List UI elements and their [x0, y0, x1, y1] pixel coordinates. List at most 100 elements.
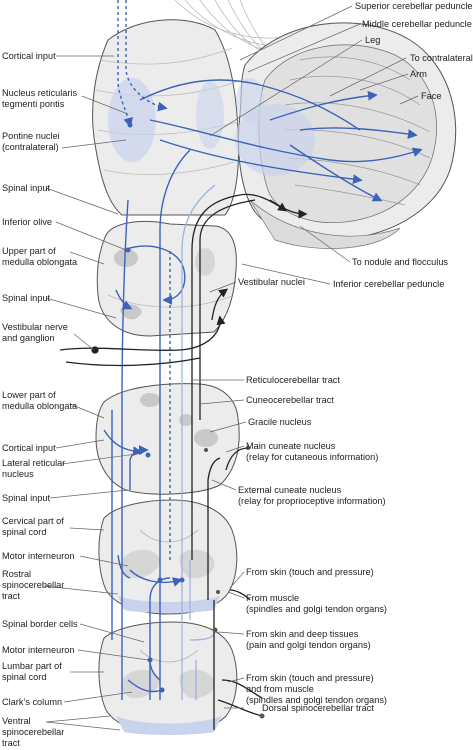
label-line: Spinal input — [2, 293, 50, 303]
label-line: and from muscle — [246, 684, 314, 694]
label-dorsal-spinocerebellar: Dorsal spinocerebellar tract — [262, 703, 374, 713]
label-line: Leg — [365, 35, 380, 45]
label-line: From skin (touch and pressure) — [246, 567, 374, 577]
label-external-cuneate: External cuneate nucleus(relay for propr… — [238, 485, 386, 506]
label-line: medulla oblongata — [2, 401, 78, 411]
cerebellum — [235, 22, 457, 249]
label-line: To nodule and flocculus — [352, 257, 448, 267]
label-face: Face — [421, 91, 441, 101]
upper-medulla-section — [96, 220, 237, 337]
pons — [92, 19, 239, 216]
label-line: External cuneate nucleus — [238, 485, 342, 495]
label-line: Motor interneuron — [2, 645, 75, 655]
label-line: (contralateral) — [2, 142, 59, 152]
lower-medulla-section — [95, 383, 240, 495]
label-superior-peduncle: Superior cerebellar peduncle — [355, 1, 472, 11]
label-line: spinocerebellar — [2, 727, 64, 737]
leader-lines — [43, 5, 419, 731]
label-inferior-peduncle: Inferior cerebellar peduncle — [333, 279, 444, 289]
label-line: Nucleus reticularis — [2, 88, 77, 98]
label-motor-interneuron-1: Motor interneuron — [2, 551, 75, 561]
label-line: (spindles and golgi tendon organs) — [246, 604, 387, 614]
label-line: Spinal input — [2, 183, 50, 193]
label-line: Inferior olive — [2, 217, 52, 227]
label-middle-peduncle: Middle cerebellar peduncle — [362, 19, 472, 29]
label-cuneocerebellar: Cuneocerebellar tract — [246, 395, 334, 405]
label-line: Cortical input — [2, 443, 56, 453]
label-line: Spinal input — [2, 493, 50, 503]
label-line: (relay for proprioceptive information) — [238, 496, 386, 506]
label-to-nodule: To nodule and flocculus — [352, 257, 448, 267]
label-line: Vestibular nuclei — [238, 277, 305, 287]
neuron-bodies — [125, 122, 185, 693]
label-arm: Arm — [410, 69, 427, 79]
label-line: From muscle — [246, 593, 299, 603]
blue-pathways — [103, 0, 423, 700]
label-line: medulla oblongata — [2, 257, 78, 267]
label-line: Ventral — [2, 716, 31, 726]
label-spinal-border-cells: Spinal border cells — [2, 619, 78, 629]
receptor-dots — [204, 446, 265, 719]
label-line: and ganglion — [2, 333, 55, 343]
label-line: spinal cord — [2, 527, 46, 537]
label-cortical-input-2: Cortical input — [2, 443, 56, 453]
label-line: Clark’s column — [2, 697, 62, 707]
pontine-nuclei-region — [108, 78, 156, 162]
label-motor-interneuron-2: Motor interneuron — [2, 645, 75, 655]
label-line: Lower part of — [2, 390, 56, 400]
label-line: (spindles and golgi tendon organs) — [246, 695, 387, 705]
label-line: Spinal border cells — [2, 619, 78, 629]
label-line: Cortical input — [2, 51, 56, 61]
label-line: To contralateral — [410, 53, 473, 63]
label-line: From skin (touch and pressure) — [246, 673, 374, 683]
label-line: (relay for cutaneous information) — [246, 452, 378, 462]
label-line: Reticulocerebellar tract — [246, 375, 340, 385]
label-from-skin-deep: From skin and deep tissues(pain and golg… — [246, 629, 371, 650]
label-line: Rostral — [2, 569, 31, 579]
label-line: Cervical part of — [2, 516, 64, 526]
label-from-skin-1: From skin (touch and pressure) — [246, 567, 374, 577]
label-line: Gracile nucleus — [248, 417, 312, 427]
label-line: Lateral reticular — [2, 458, 65, 468]
label-line: Motor interneuron — [2, 551, 75, 561]
label-gracile: Gracile nucleus — [248, 417, 312, 427]
label-line: spinal cord — [2, 672, 46, 682]
label-main-cuneate: Main cuneate nucleus(relay for cutaneous… — [246, 441, 378, 462]
label-from-skin-muscle: From skin (touch and pressure)and from m… — [246, 673, 387, 705]
label-line: Lumbar part of — [2, 661, 62, 671]
dark-pathways — [59, 193, 308, 730]
label-line: Upper part of — [2, 246, 56, 256]
label-spinal-input-2: Spinal input — [2, 293, 50, 303]
label-leg: Leg — [365, 35, 380, 45]
label-line: nucleus — [2, 469, 34, 479]
label-line: (pain and golgi tendon organs) — [246, 640, 371, 650]
label-vestibular-nuclei: Vestibular nuclei — [238, 277, 305, 287]
label-line: spinocerebellar — [2, 580, 64, 590]
lumbar-cord-section — [98, 621, 238, 735]
label-line: Vestibular nerve — [2, 322, 68, 332]
label-line: From skin and deep tissues — [246, 629, 359, 639]
label-from-muscle: From muscle(spindles and golgi tendon or… — [246, 593, 387, 614]
label-line: Middle cerebellar peduncle — [362, 19, 472, 29]
label-inferior-olive: Inferior olive — [2, 217, 52, 227]
label-line: Main cuneate nucleus — [246, 441, 336, 451]
label-cortical-input-top: Cortical input — [2, 51, 56, 61]
label-clarks-column: Clark’s column — [2, 697, 62, 707]
label-spinal-input-1: Spinal input — [2, 183, 50, 193]
label-line: Face — [421, 91, 441, 101]
label-pontine-nuclei: Pontine nuclei(contralateral) — [2, 131, 60, 152]
label-line: tegmenti pontis — [2, 99, 65, 109]
label-to-contralateral: To contralateral — [410, 53, 473, 63]
